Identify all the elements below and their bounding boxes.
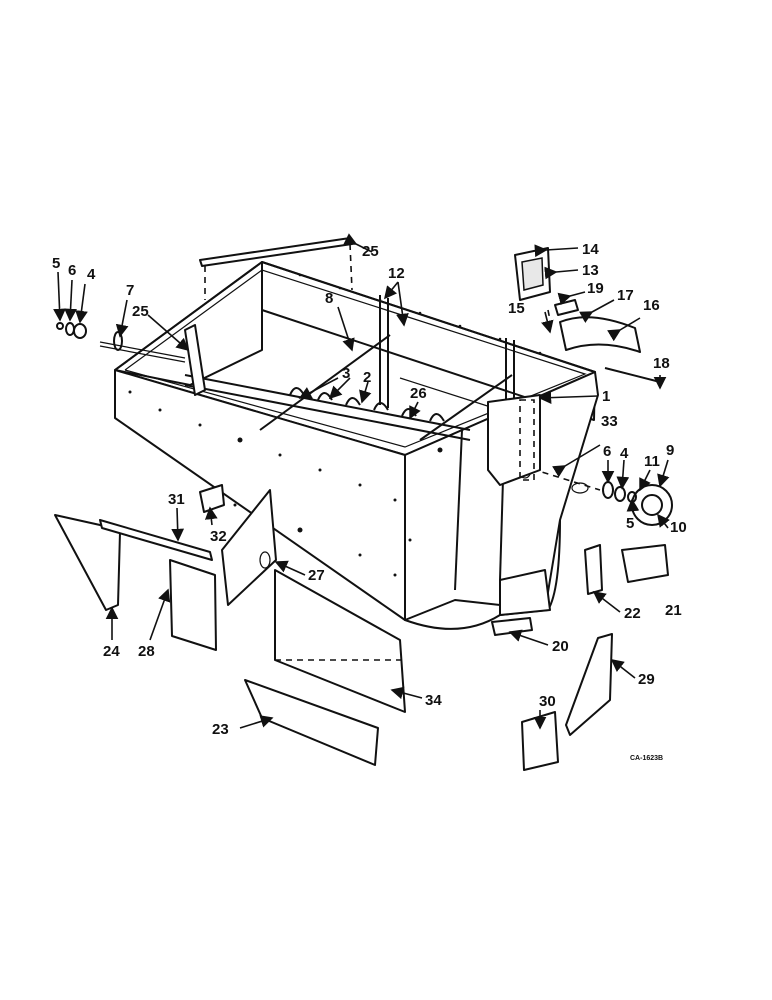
callout-30: 30	[539, 693, 556, 710]
shaft-line	[489, 455, 601, 491]
callout-17: 17	[617, 287, 634, 304]
bearing-box	[487, 394, 541, 486]
callout-13: 13	[582, 262, 599, 279]
callout-12: 12	[388, 265, 405, 282]
callout-5-right: 5	[626, 515, 634, 532]
callout-11: 11	[644, 453, 660, 470]
plate-28	[169, 559, 217, 651]
sheet-34	[274, 569, 406, 713]
callout-2: 2	[363, 369, 371, 386]
callout-25-left: 25	[132, 303, 149, 320]
part-22	[584, 544, 603, 595]
callout-4-left: 4	[87, 266, 96, 283]
callout-18: 18	[653, 355, 670, 372]
callout-32: 32	[210, 528, 227, 545]
callout-6-right: 6	[603, 443, 611, 460]
strip-18	[604, 367, 661, 383]
callout-27: 27	[308, 567, 325, 584]
plate-23	[244, 679, 379, 766]
drawing-code: CA-1623B	[630, 755, 663, 762]
callout-31: 31	[168, 491, 185, 508]
callout-9: 9	[666, 442, 674, 459]
callout-21: 21	[665, 602, 682, 619]
bracket-32	[199, 484, 225, 513]
callout-14: 14	[582, 241, 599, 258]
part-21	[621, 544, 669, 583]
callout-15: 15	[508, 300, 525, 317]
callout-4-right: 4	[620, 445, 629, 462]
cover-16	[559, 316, 641, 353]
callout-28: 28	[138, 643, 155, 660]
part-30	[521, 711, 559, 771]
callout-10: 10	[670, 519, 687, 536]
callout-6-left: 6	[68, 262, 76, 279]
callout-5-left: 5	[52, 255, 60, 272]
callout-16: 16	[643, 297, 660, 314]
top-rail-25	[199, 237, 353, 267]
panel-24	[54, 514, 121, 611]
leader-lines	[53, 233, 670, 730]
callout-8: 8	[325, 290, 333, 307]
callout-labels: 1 2 3 4 4 5 5 6 6 7 8 9 10 11 12 13 14 1…	[52, 241, 687, 762]
hopper-body	[114, 261, 599, 630]
callout-7: 7	[126, 282, 134, 299]
end-panel-27	[221, 489, 277, 606]
callout-34: 34	[425, 692, 442, 709]
callout-24: 24	[103, 643, 120, 660]
callout-33: 33	[601, 413, 618, 430]
callout-19: 19	[587, 280, 604, 297]
callout-23: 23	[212, 721, 229, 738]
callout-20: 20	[552, 638, 569, 655]
auger	[184, 324, 501, 441]
callout-25-top: 25	[362, 243, 379, 260]
callout-1: 1	[602, 388, 610, 405]
callout-26: 26	[410, 385, 427, 402]
callout-22: 22	[624, 605, 641, 622]
left-bearing-parts	[56, 322, 123, 351]
part-29	[565, 633, 613, 736]
callout-29: 29	[638, 671, 655, 688]
callout-3: 3	[342, 365, 350, 382]
